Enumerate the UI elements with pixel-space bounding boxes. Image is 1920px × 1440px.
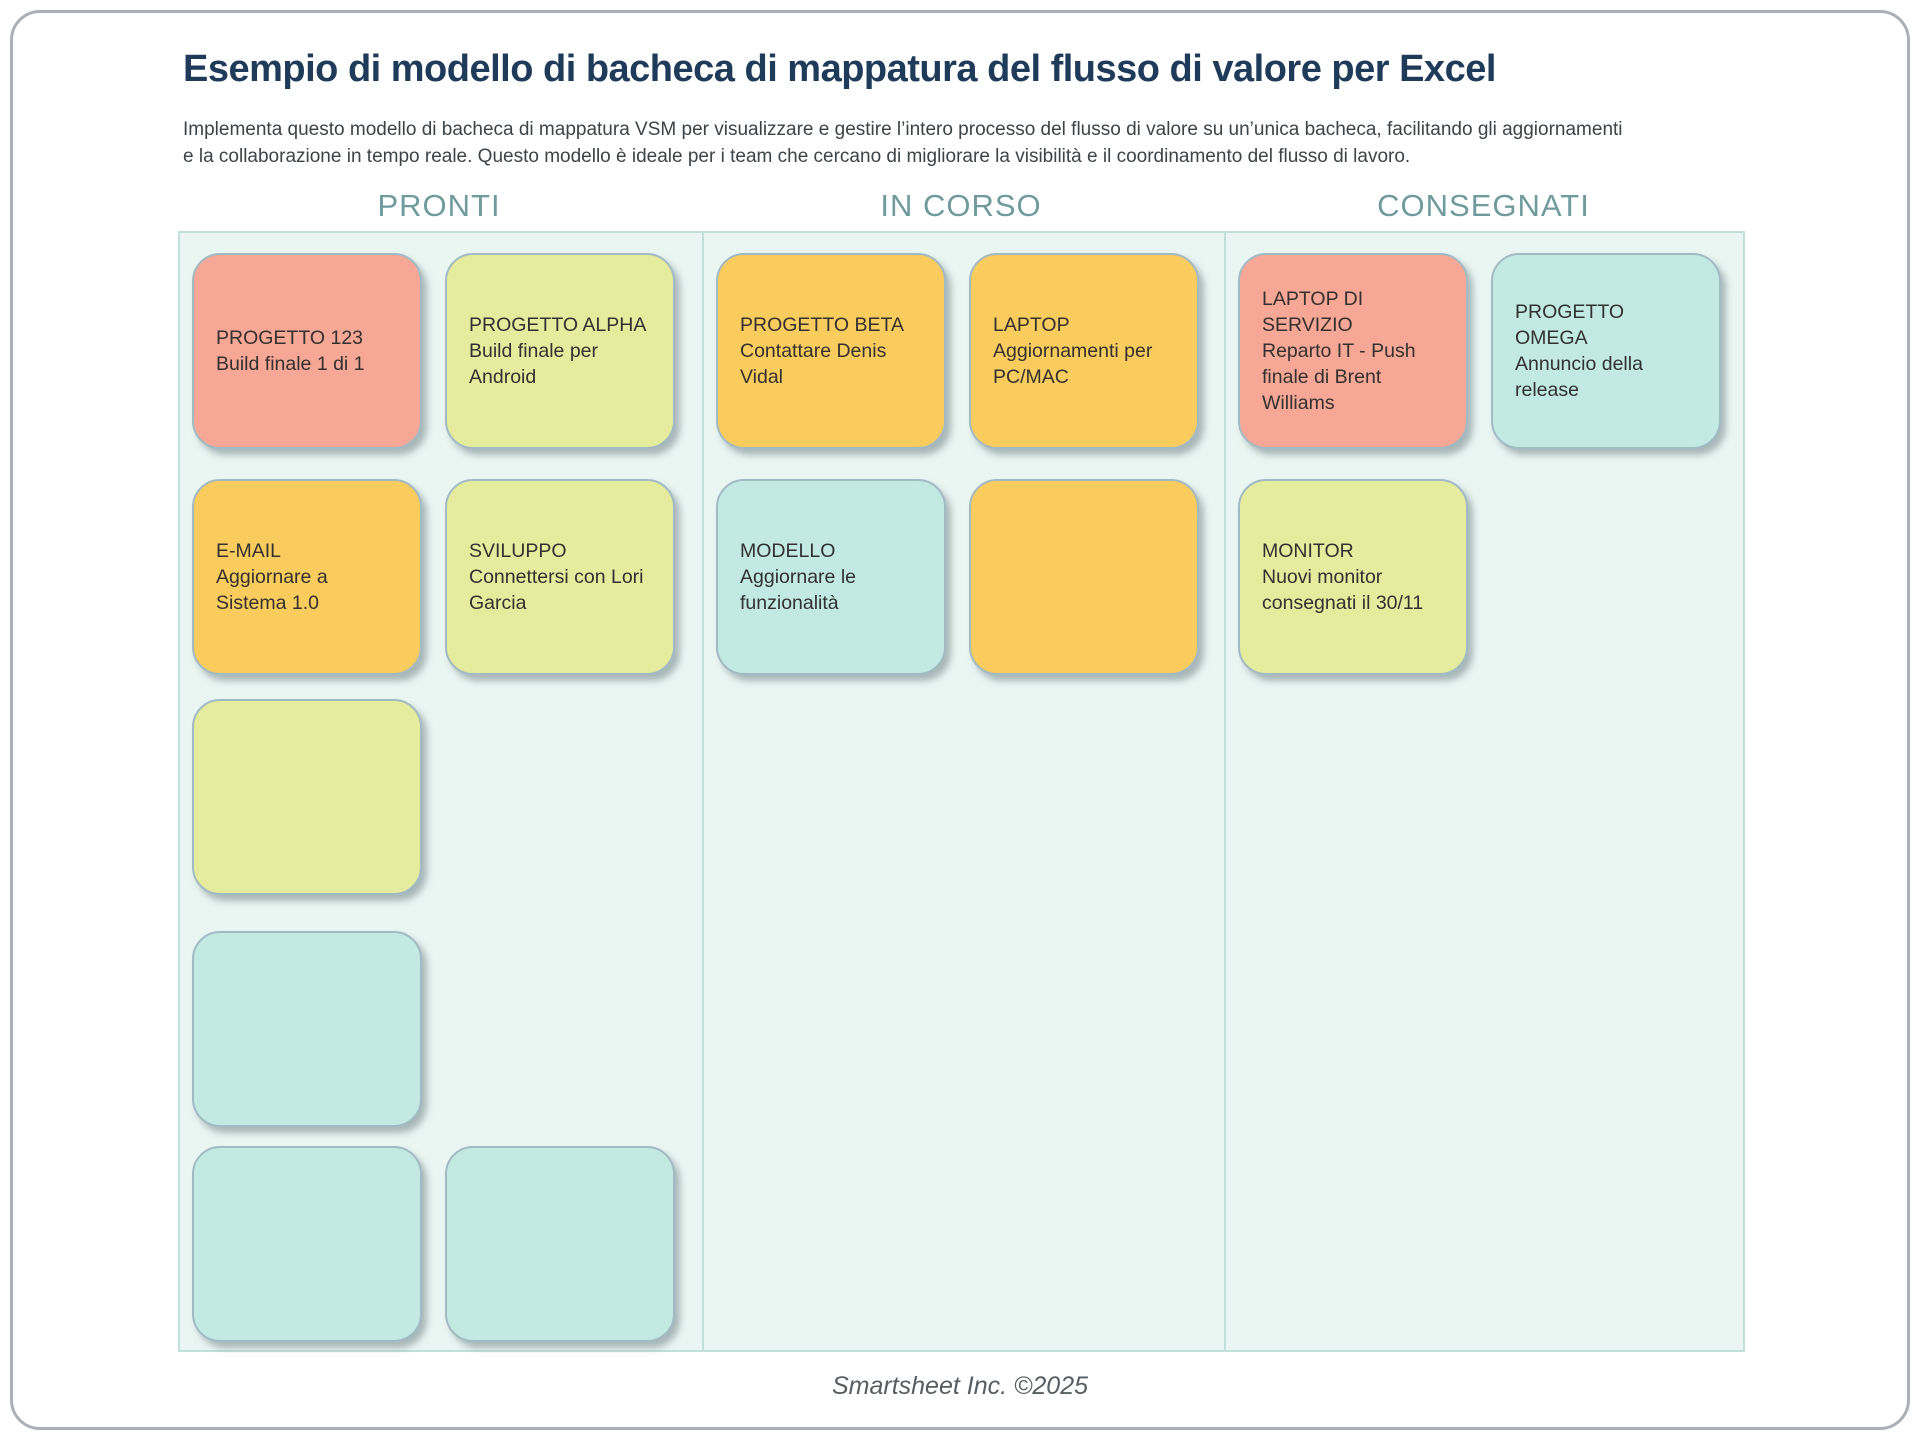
card-body: Reparto IT - Push finale di Brent Willia…: [1262, 340, 1416, 414]
column-in-corso: PROGETTO BETA Contattare Denis Vidal LAP…: [702, 233, 1224, 1350]
kanban-board: PROGETTO 123 Build finale 1 di 1 PROGETT…: [178, 231, 1745, 1352]
card-title: MODELLO: [740, 540, 836, 562]
card-progetto-123[interactable]: PROGETTO 123 Build finale 1 di 1: [192, 253, 422, 449]
card-empty[interactable]: [969, 479, 1199, 675]
page-title: Esempio di modello di bacheca di mappatu…: [183, 48, 1496, 90]
card-laptop[interactable]: LAPTOP Aggiornamenti per PC/MAC: [969, 253, 1199, 449]
footer-credit: Smartsheet Inc. ©2025: [831, 1372, 1089, 1400]
card-body: Connettersi con Lori Garcia: [469, 566, 644, 614]
card-body: Build finale per Android: [469, 340, 598, 388]
card-progetto-alpha[interactable]: PROGETTO ALPHA Build finale per Android: [445, 253, 675, 449]
column-pronti: PROGETTO 123 Build finale 1 di 1 PROGETT…: [180, 233, 702, 1350]
card-title: E-MAIL: [216, 540, 282, 562]
column-header-consegnati: CONSEGNATI: [1377, 188, 1590, 223]
card-empty[interactable]: [192, 1146, 422, 1342]
card-title: PROGETTO 123: [216, 327, 364, 349]
card-title: LAPTOP: [993, 314, 1070, 336]
card-title: MONITOR: [1262, 540, 1354, 562]
page-description-line2: e la collaborazione in tempo reale. Ques…: [183, 146, 1411, 167]
card-body: Aggiornare a Sistema 1.0: [216, 566, 328, 614]
card-title: PROGETTO OMEGA: [1515, 301, 1625, 349]
page-description-line1: Implementa questo modello di bacheca di …: [183, 119, 1623, 140]
column-headers: PRONTI IN CORSO CONSEGNATI: [0, 188, 1920, 228]
card-empty[interactable]: [192, 699, 422, 895]
card-empty[interactable]: [445, 1146, 675, 1342]
card-body: Build finale 1 di 1: [216, 353, 365, 375]
card-body: Aggiornamenti per PC/MAC: [993, 340, 1153, 388]
card-body: Annuncio della release: [1515, 353, 1643, 401]
card-title: PROGETTO BETA: [740, 314, 904, 336]
page-description: Implementa questo modello di bacheca di …: [183, 116, 1623, 170]
card-body: Aggiornare le funzionalità: [740, 566, 856, 614]
card-progetto-omega[interactable]: PROGETTO OMEGA Annuncio della release: [1491, 253, 1721, 449]
card-monitor[interactable]: MONITOR Nuovi monitor consegnati il 30/1…: [1238, 479, 1468, 675]
card-body: Nuovi monitor consegnati il 30/11: [1262, 566, 1424, 614]
card-title: PROGETTO ALPHA: [469, 314, 647, 336]
card-title: SVILUPPO: [469, 540, 567, 562]
card-laptop-di-servizio[interactable]: LAPTOP DI SERVIZIO Reparto IT - Push fin…: [1238, 253, 1468, 449]
card-title: LAPTOP DI SERVIZIO: [1262, 288, 1364, 336]
card-progetto-beta[interactable]: PROGETTO BETA Contattare Denis Vidal: [716, 253, 946, 449]
card-modello[interactable]: MODELLO Aggiornare le funzionalità: [716, 479, 946, 675]
card-empty[interactable]: [192, 931, 422, 1127]
column-header-pronti: PRONTI: [377, 188, 501, 223]
card-sviluppo[interactable]: SVILUPPO Connettersi con Lori Garcia: [445, 479, 675, 675]
column-consegnati: LAPTOP DI SERVIZIO Reparto IT - Push fin…: [1224, 233, 1745, 1350]
card-email[interactable]: E-MAIL Aggiornare a Sistema 1.0: [192, 479, 422, 675]
column-header-in-corso: IN CORSO: [880, 188, 1042, 223]
card-body: Contattare Denis Vidal: [740, 340, 887, 388]
